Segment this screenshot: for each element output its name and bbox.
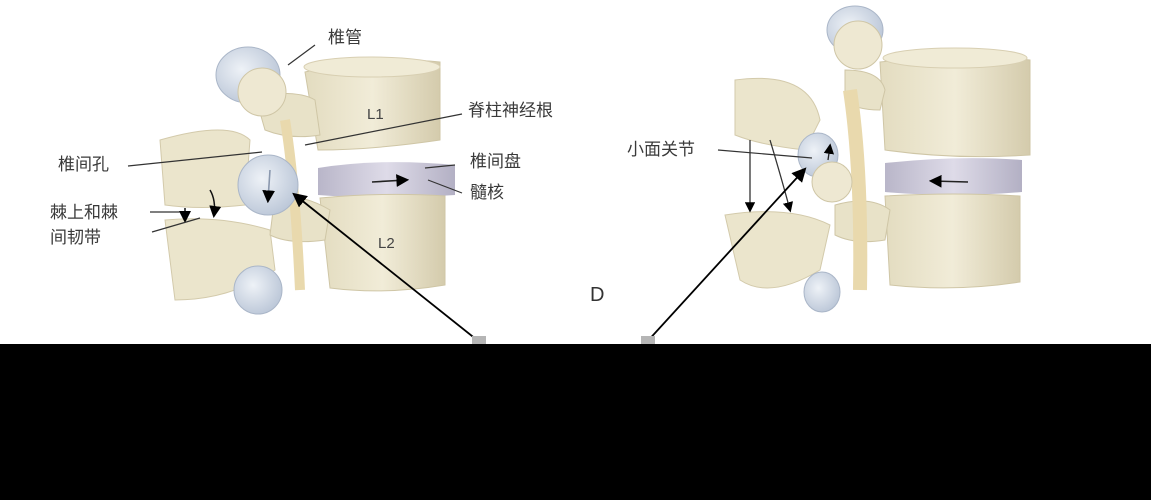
label-facet-joint: 小面关节 — [627, 140, 695, 160]
arrow-base-marker-left — [472, 336, 486, 344]
label-ligament-line2: 间韧带 — [50, 228, 101, 248]
label-l1: L1 — [367, 106, 384, 123]
left-spine-view — [127, 44, 463, 315]
label-l2: L2 — [378, 235, 395, 252]
arrow-base-marker-right — [641, 336, 655, 344]
panel-letter: D — [590, 284, 605, 306]
arrow-to-facet — [644, 167, 807, 344]
black-mask-region — [0, 344, 1151, 500]
label-intervertebral-foramen: 椎间孔 — [58, 155, 109, 175]
spine-illustration — [127, 5, 1031, 344]
label-intervertebral-disc: 椎间盘 — [470, 152, 521, 172]
right-spine-view — [717, 5, 1031, 313]
label-spinal-canal: 椎管 — [328, 28, 362, 48]
anatomy-figure: 椎管 脊柱神经根 椎间孔 椎间盘 髓核 棘上和棘 间韧带 L1 L2 小面关节 … — [0, 0, 1151, 344]
label-ligament-line1: 棘上和棘 — [50, 203, 118, 223]
label-nucleus-pulposus: 髓核 — [470, 183, 504, 203]
arrow-to-foramen — [292, 192, 483, 344]
label-spinal-nerve-root: 脊柱神经根 — [468, 101, 553, 121]
